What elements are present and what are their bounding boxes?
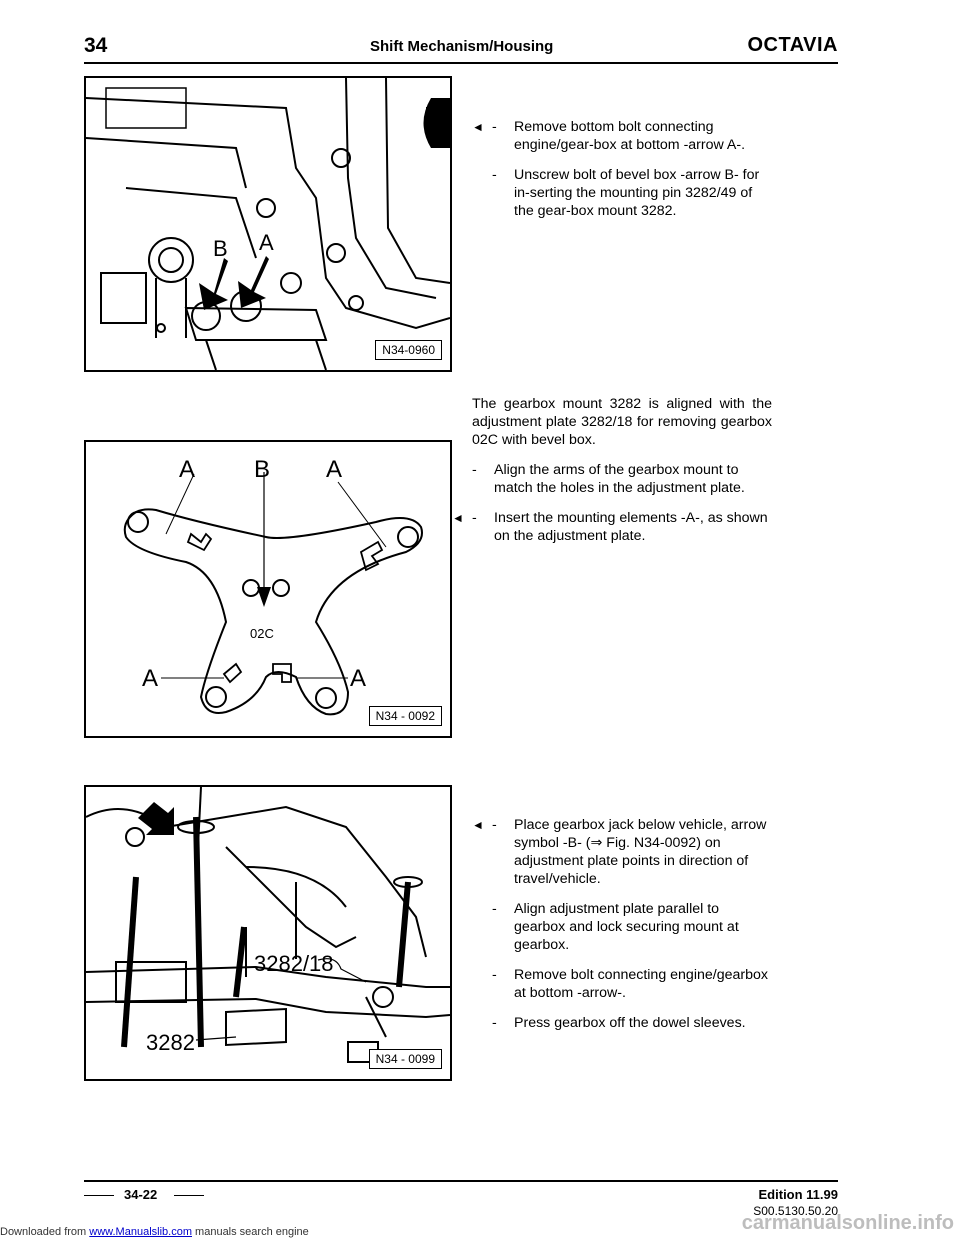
callout-3282-18: 3282/18 (254, 951, 334, 976)
footer-rule (84, 1180, 838, 1182)
step-place-jack: ◄ - Place gearbox jack below vehicle, ar… (472, 816, 772, 888)
section1-text: ◄ - Remove bottom bolt connecting engine… (472, 118, 772, 232)
step-text: Place gearbox jack below vehicle, arrow … (514, 817, 767, 887)
manualslib-link[interactable]: www.Manualslib.com (89, 1226, 192, 1238)
step-unscrew-bevel-bolt: - Unscrew bolt of bevel box -arrow B- fo… (492, 166, 772, 220)
step-dash: - (492, 817, 497, 833)
step-remove-bolt: - Remove bolt connecting engine/gearbox … (492, 966, 772, 1002)
model-name: OCTAVIA (747, 34, 838, 56)
plate-marking: 02C (250, 626, 274, 641)
download-banner: Downloaded from www.Manualslib.com manua… (0, 1226, 309, 1238)
header-rule (84, 62, 838, 64)
step-dash: - (492, 967, 497, 983)
callout-a-top-left: A (179, 456, 195, 483)
figure-gearbox-jack: 3282/18 3282 N34 - 0099 (84, 785, 452, 1081)
step-press-gearbox: - Press gearbox off the dowel sleeves. (492, 1014, 772, 1032)
figure-label: N34 - 0099 (368, 1049, 442, 1069)
document-code: S00.5130.50.20 (753, 1204, 838, 1218)
edition: Edition 11.99 (758, 1187, 838, 1202)
section3-text: ◄ - Place gearbox jack below vehicle, ar… (472, 816, 772, 1044)
figure-engine-gearbox-bolts: B A N34-0960 (84, 76, 452, 372)
step-align-arms: - Align the arms of the gearbox mount to… (472, 461, 772, 497)
step-text: Unscrew bolt of bevel box -arrow B- for … (514, 167, 760, 219)
watermark: carmanualsonline.info (741, 1212, 954, 1234)
step-align-plate: - Align adjustment plate parallel to gea… (492, 900, 772, 954)
adjustment-plate-illustration: A B A A A 02C (123, 456, 423, 716)
download-suffix: manuals search engine (195, 1226, 309, 1238)
callout-a-top-right: A (326, 456, 342, 483)
step-dash: - (492, 1015, 497, 1031)
section2-text: The gearbox mount 3282 is aligned with t… (452, 395, 772, 557)
step-pointer-icon: ◄ (472, 818, 484, 832)
step-dash: - (492, 119, 497, 135)
step-dash: - (472, 510, 477, 526)
step-pointer-icon: ◄ (472, 120, 484, 134)
step-text: Remove bottom bolt connecting engine/gea… (514, 119, 746, 153)
figure-label: N34-0960 (375, 340, 442, 360)
callout-a-bottom-left: A (142, 665, 158, 692)
step-insert-mounting: ◄ - Insert the mounting elements -A-, as… (452, 509, 772, 545)
figure-label: N34 - 0092 (368, 706, 442, 726)
step-dash: - (472, 462, 477, 478)
intro-paragraph: The gearbox mount 3282 is aligned with t… (472, 396, 772, 448)
page-number: 34-22 (124, 1187, 158, 1202)
engine-gearbox-illustration: B A (86, 78, 450, 370)
section-title: Shift Mechanism/Housing (370, 38, 554, 55)
callout-a: A (259, 230, 274, 255)
page-number-line-left (84, 1195, 114, 1196)
step-pointer-icon: ◄ (452, 511, 464, 525)
figure-adjustment-plate: A B A A A 02C N34 - 0092 (84, 440, 452, 738)
callout-a-bottom-right: A (350, 665, 366, 692)
step-text: Remove bolt connecting engine/gearbox at… (514, 967, 768, 1001)
step-text: Press gearbox off the dowel sleeves. (514, 1015, 746, 1031)
section-number: 34 (84, 34, 108, 57)
page-number-line-right (174, 1195, 204, 1196)
callout-b: B (213, 236, 228, 261)
gearbox-jack-illustration: 3282/18 3282 (86, 787, 450, 1063)
step-remove-bottom-bolt: ◄ - Remove bottom bolt connecting engine… (472, 118, 772, 154)
callout-3282: 3282 (146, 1030, 195, 1055)
step-dash: - (492, 901, 497, 917)
callout-b-top: B (254, 456, 270, 483)
step-text: Insert the mounting elements -A-, as sho… (494, 510, 768, 544)
download-prefix: Downloaded from (0, 1226, 87, 1238)
step-dash: - (492, 167, 497, 183)
step-text: Align the arms of the gearbox mount to m… (494, 462, 745, 496)
step-text: Align adjustment plate parallel to gearb… (514, 901, 739, 953)
